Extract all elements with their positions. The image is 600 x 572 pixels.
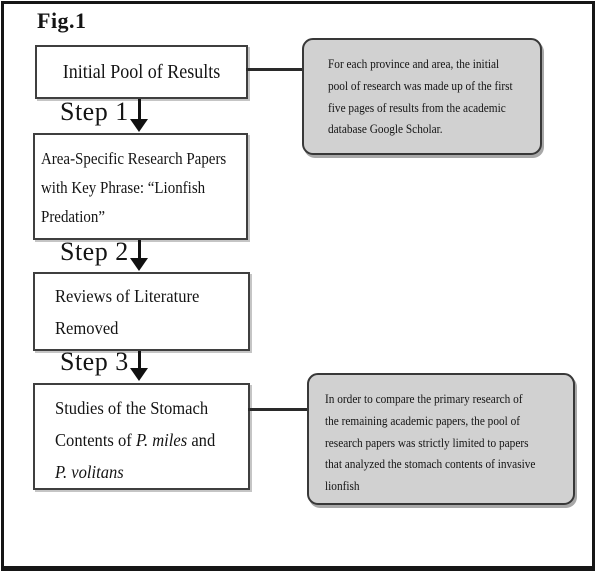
flow-box-area-specific-line: Predation” [41,207,105,226]
arrow-line-step-3 [138,351,141,370]
flow-box-area-specific-line: Area-Specific Research Papers [41,149,227,168]
arrow-line-step-1 [138,99,141,120]
figure-label: Fig.1 [37,8,87,33]
arrow-down-icon [130,258,148,271]
flow-box-reviews-removed-line: Removed [55,318,119,338]
note-initial-pool-line: database Google Scholar. [328,121,443,137]
note-stomach-limit-line: that analyzed the stomach contents of in… [325,456,536,472]
step-1-label: Step 1 [60,97,129,126]
flow-box-initial-pool-text: Initial Pool of Results [62,60,221,83]
flow-box-area-specific: Area-Specific Research Papers with Key P… [33,133,248,240]
arrow-line-step-2 [138,240,141,260]
flow-box-reviews-removed: Reviews of Literature Removed [33,272,250,351]
note-initial-pool-line: For each province and area, the initial [328,56,500,71]
arrow-down-icon [130,368,148,381]
note-initial-pool-line: pool of research was made up of the firs… [328,77,513,93]
note-initial-pool-line: five pages of results from the academic [328,99,506,115]
flow-box-stomach-studies-line: P. volitans [55,456,229,488]
note-stomach-limit-line: the remaining academic papers, the pool … [325,412,521,428]
flow-box-stomach-studies: Studies of the Stomach Contents of P. mi… [33,383,250,490]
step-3-label: Step 3 [60,347,129,376]
connector-line-initial-pool-to-note [246,68,304,71]
flow-box-initial-pool: Initial Pool of Results [35,45,248,99]
note-stomach-limit: In order to compare the primary research… [307,373,575,505]
note-stomach-limit-line: lionfish [325,478,360,494]
step-2-label: Step 2 [60,237,129,266]
stomach-line2-pre: Contents of [55,430,136,450]
flow-box-reviews-removed-line: Reviews of Literature [55,286,200,306]
arrow-down-icon [130,119,148,132]
flow-box-area-specific-line: with Key Phrase: “Lionfish [41,178,206,197]
flow-box-stomach-studies-line: Contents of P. miles and [55,424,229,456]
species-name-p-volitans: P. volitans [55,462,124,482]
species-name-p-miles: P. miles [135,430,188,450]
note-initial-pool: For each province and area, the initial … [302,38,542,155]
note-stomach-limit-line: research papers was strictly limited to … [325,434,529,450]
note-stomach-limit-line: In order to compare the primary research… [325,391,523,406]
flow-box-stomach-studies-line: Studies of the Stomach [55,398,209,418]
connector-line-stomach-studies-to-note [248,408,309,411]
stomach-line2-post: and [187,430,216,450]
